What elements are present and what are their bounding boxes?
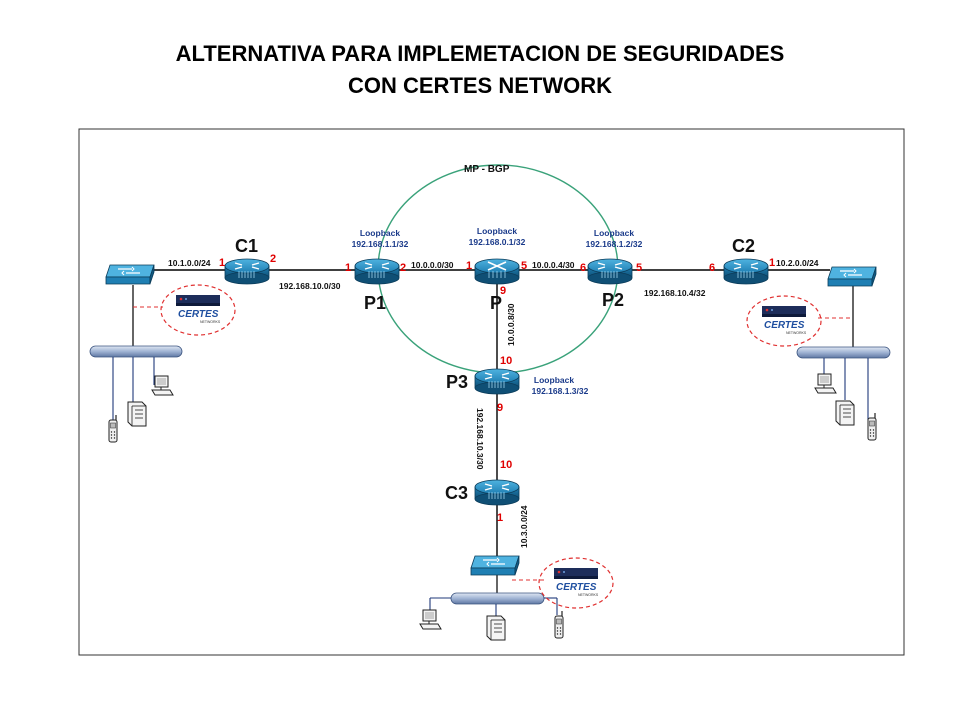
port-p1-p: 2 <box>400 262 406 274</box>
switch-icon <box>470 555 520 576</box>
router-p-name: P <box>490 293 502 313</box>
port-c3-lan: 1 <box>497 512 503 524</box>
router-c2-name: C2 <box>732 236 755 256</box>
certes-appliance-bottom: CERTES NETWORKS <box>538 557 614 609</box>
certes-brand: CERTES <box>556 582 597 593</box>
pc-icon <box>814 373 837 394</box>
page-title: ALTERNATIVA PARA IMPLEMETACION DE SEGURI… <box>0 38 960 102</box>
pc-icon <box>419 609 442 630</box>
loopback-p1: Loopback 192.168.1.1/32 <box>352 228 409 249</box>
router-c3-icon <box>474 479 520 506</box>
certes-sub: NETWORKS <box>200 320 221 324</box>
router-p1-name: P1 <box>364 293 386 313</box>
lan-left-bus <box>89 345 183 358</box>
net-c1-p1: 192.168.10.0/30 <box>279 281 341 291</box>
loopback-title: Loopback <box>360 228 400 238</box>
certes-brand: CERTES <box>764 320 805 331</box>
net-p2-c2: 192.168.10.4/32 <box>644 288 706 298</box>
router-c3-name: C3 <box>445 483 468 503</box>
port-p-p3: 9 <box>500 285 506 297</box>
router-p3-name: P3 <box>446 372 468 392</box>
port-c1-wan: 2 <box>270 253 276 265</box>
router-c1-name: C1 <box>235 236 258 256</box>
phone-icon <box>867 412 877 441</box>
lan-right-bus <box>796 346 891 359</box>
port-c2-lan: 1 <box>769 257 775 269</box>
net-p3-c3: 192.168.10.3/30 <box>475 408 485 470</box>
loopback-ip: 192.168.0.1/32 <box>469 237 526 247</box>
router-p3-icon <box>474 368 520 395</box>
loopback-p3: Loopback 192.168.1.3/32 <box>532 375 589 396</box>
port-c2-p2: 6 <box>709 262 715 274</box>
lan-bottom-bus <box>450 592 545 605</box>
certes-appliance-left: CERTES NETWORKS <box>160 284 236 336</box>
certes-sub: NETWORKS <box>786 331 807 335</box>
router-c1-icon <box>224 258 270 285</box>
port-c1-lan: 1 <box>219 257 225 269</box>
loopback-title: Loopback <box>594 228 634 238</box>
pc-icon <box>151 375 174 396</box>
net-lan-c3: 10.3.0.0/24 <box>519 505 529 548</box>
port-p-p1: 1 <box>466 260 472 272</box>
net-p-p3: 10.0.0.8/30 <box>506 303 516 346</box>
diagram-frame <box>78 128 905 656</box>
loopback-p2: Loopback 192.168.1.2/32 <box>586 228 643 249</box>
switch-icon <box>105 264 155 285</box>
router-p-icon <box>474 258 520 285</box>
loopback-title: Loopback <box>534 375 574 385</box>
server-icon <box>486 615 506 641</box>
port-p-p2: 5 <box>521 260 527 272</box>
net-p1-p: 10.0.0.0/30 <box>411 260 454 270</box>
router-c2-icon <box>723 258 769 285</box>
loopback-p: Loopback 192.168.0.1/32 <box>469 226 526 247</box>
phone-icon <box>554 610 564 639</box>
title-line-2: CON CERTES NETWORK <box>348 73 612 98</box>
lan-bottom <box>419 575 564 641</box>
certes-brand: CERTES <box>178 309 219 320</box>
router-p1-icon <box>354 258 400 285</box>
lan-left <box>89 285 183 443</box>
server-icon <box>835 400 855 426</box>
router-p2-name: P2 <box>602 290 624 310</box>
port-p1-c1: 1 <box>345 262 351 274</box>
loopback-ip: 192.168.1.1/32 <box>352 239 409 249</box>
port-p2-c2: 5 <box>636 262 642 274</box>
port-p2-p: 6 <box>580 262 586 274</box>
router-p2-icon <box>587 258 633 285</box>
net-lan-c2: 10.2.0.0/24 <box>776 258 819 268</box>
loopback-ip: 192.168.1.3/32 <box>532 386 589 396</box>
port-p3-c3: 9 <box>497 402 503 414</box>
links <box>150 269 830 560</box>
loopback-title: Loopback <box>477 226 517 236</box>
certes-appliance-right: CERTES NETWORKS <box>746 295 822 347</box>
net-p-p2: 10.0.0.4/30 <box>532 260 575 270</box>
net-lan-c1: 10.1.0.0/24 <box>168 258 211 268</box>
certes-sub: NETWORKS <box>578 593 599 597</box>
lan-right <box>796 285 891 441</box>
loopback-ip: 192.168.1.2/32 <box>586 239 643 249</box>
server-icon <box>127 401 147 427</box>
ring-label: MP - BGP <box>464 164 510 175</box>
title-line-1: ALTERNATIVA PARA IMPLEMETACION DE SEGURI… <box>175 41 785 66</box>
port-c3-p3: 10 <box>500 459 512 471</box>
switch-icon <box>827 266 877 287</box>
port-p3-p: 10 <box>500 355 512 367</box>
